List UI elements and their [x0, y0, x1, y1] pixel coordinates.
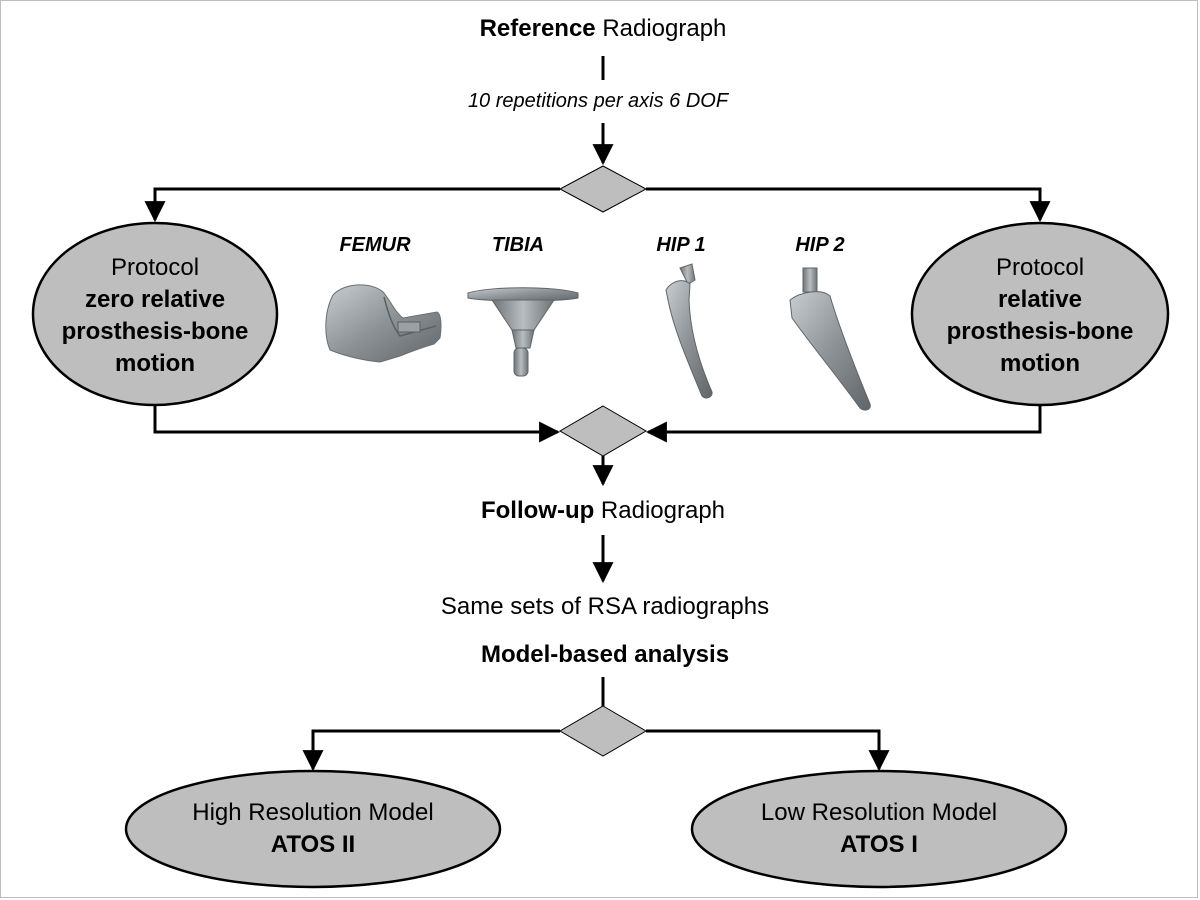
tibia-label: TIBIA: [491, 234, 545, 256]
protocol-zero-line2: zero relative: [84, 286, 226, 313]
high-res-line2: ATOS II: [270, 831, 356, 858]
branch-to-low-res: [646, 729, 890, 772]
branch-to-right-protocol: [646, 187, 1051, 223]
low-res-text: Low Resolution Model ATOS I: [761, 797, 997, 861]
protocol-relative-line1: Protocol: [995, 254, 1085, 281]
decision-diamond-middle: [559, 405, 647, 457]
hip2-label: HIP 2: [795, 234, 845, 256]
high-res-text: High Resolution Model ATOS II: [192, 797, 433, 861]
protocol-relative-text: Protocol relative prosthesis-bone motion: [947, 252, 1134, 380]
decision-diamond-top: [558, 165, 648, 213]
hip2-implant-image: [789, 267, 871, 411]
reference-regular: Radiograph: [595, 15, 727, 42]
followup-regular: Radiograph: [594, 497, 726, 524]
same-sets-label: Same sets of RSA radiographs: [440, 593, 770, 620]
followup-radiograph-title: Follow-up Radiograph: [481, 497, 725, 525]
protocol-zero-line4: motion: [115, 350, 195, 377]
tibia-implant-image: [467, 287, 579, 377]
protocol-zero-line3: prosthesis-bone: [61, 318, 249, 345]
model-based-analysis-label: Model-based analysis: [480, 641, 730, 668]
hip1-label: HIP 1: [656, 234, 706, 256]
hip1-implant-image: [665, 263, 713, 399]
branch-to-high-res: [302, 729, 560, 772]
merge-from-left-protocol: [153, 405, 561, 443]
low-res-line1: Low Resolution Model: [760, 799, 998, 826]
high-res-line1: High Resolution Model: [192, 799, 434, 826]
branch-to-left-protocol: [144, 187, 560, 223]
followup-bold: Follow-up: [480, 497, 595, 524]
reference-radiograph-title: Reference Radiograph: [480, 15, 727, 43]
protocol-zero-line1: Protocol: [110, 254, 200, 281]
protocol-relative-line4: motion: [1000, 350, 1080, 377]
low-res-line2: ATOS I: [840, 831, 918, 858]
high-res-model-ellipse: [124, 769, 502, 889]
merge-from-right-protocol: [645, 405, 1042, 443]
femur-implant-image: [325, 284, 442, 363]
reference-bold: Reference: [479, 15, 596, 42]
low-res-model-ellipse: [690, 769, 1068, 889]
protocol-zero-text: Protocol zero relative prosthesis-bone m…: [62, 252, 249, 380]
femur-label: FEMUR: [339, 234, 411, 256]
protocol-relative-line3: prosthesis-bone: [946, 318, 1134, 345]
decision-diamond-bottom: [559, 705, 647, 757]
protocol-relative-line2: relative: [997, 286, 1083, 313]
repetitions-label: 10 repetitions per axis 6 DOF: [467, 90, 729, 112]
